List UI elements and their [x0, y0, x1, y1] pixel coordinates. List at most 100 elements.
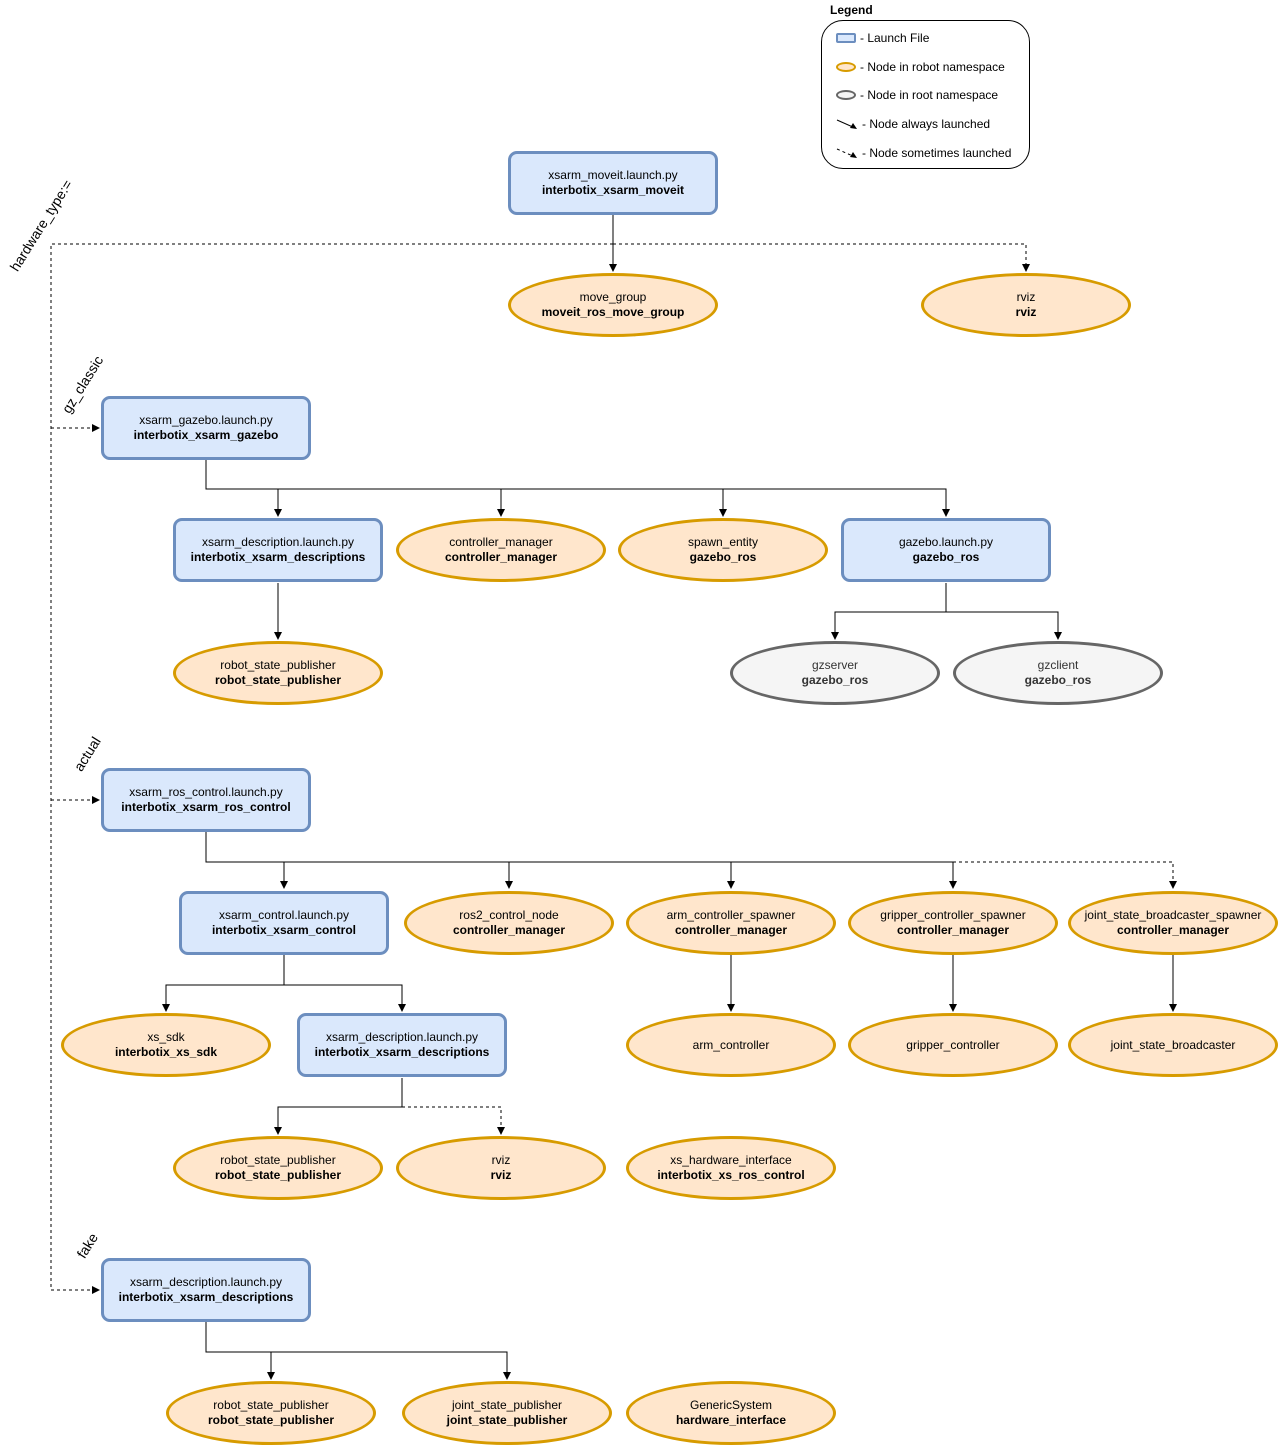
launch-file-swatch-icon	[836, 33, 856, 43]
launch-edge	[205, 460, 950, 517]
node-package: interbotix_xsarm_descriptions	[314, 1045, 490, 1059]
node-name: rviz	[491, 1153, 511, 1167]
launch-edge	[205, 1322, 275, 1380]
node-package: gazebo_ros	[689, 550, 757, 564]
legend-item-root-namespace: - Node in root namespace	[836, 88, 998, 102]
legend-item-robot-namespace: - Node in robot namespace	[836, 60, 1005, 74]
node-name: xsarm_moveit.launch.py	[548, 168, 678, 182]
node-package: controller_manager	[674, 923, 788, 937]
node-name: xsarm_description.launch.py	[129, 1275, 283, 1289]
legend: - Launch File - Node in robot namespace …	[821, 20, 1030, 169]
node-name: joint_state_broadcaster_spawner	[1084, 908, 1262, 922]
legend-item-launch-file: - Launch File	[836, 31, 929, 45]
node-name: gzclient	[1037, 658, 1079, 672]
node-package: controller_manager	[1116, 923, 1230, 937]
node-package: interbotix_xs_ros_control	[657, 1168, 805, 1182]
node-package: controller_manager	[452, 923, 566, 937]
conditional-launch-edge	[953, 861, 1177, 889]
launch-edge	[271, 1351, 511, 1380]
node-package: interbotix_xsarm_gazebo	[133, 428, 279, 442]
node-package: joint_state_publisher	[446, 1413, 568, 1427]
node-name: robot_state_publisher	[220, 1153, 336, 1167]
node-package: robot_state_publisher	[214, 1168, 342, 1182]
node-package: interbotix_xsarm_control	[211, 923, 357, 937]
launch-edge	[946, 611, 1062, 640]
conditional-launch-edge	[50, 243, 613, 1294]
node-name: xsarm_control.launch.py	[218, 908, 350, 922]
node-name: xsarm_description.launch.py	[201, 535, 355, 549]
legend-label: - Node in robot namespace	[860, 60, 1005, 74]
launch-edge	[284, 984, 406, 1012]
legend-label: - Node always launched	[862, 117, 991, 131]
node-name: gazebo.launch.py	[898, 535, 994, 549]
node-name: xs_hardware_interface	[670, 1153, 792, 1167]
legend-label: - Launch File	[860, 31, 930, 45]
jsb-node[interactable]: joint_state_broadcaster	[1068, 1013, 1278, 1077]
node-package: interbotix_xsarm_descriptions	[190, 550, 366, 564]
node-name: spawn_entity	[687, 535, 759, 549]
node-name: arm_controller	[692, 1037, 770, 1052]
node-name: controller_manager	[449, 535, 553, 549]
legend-item-sometimes: - Node sometimes launched	[836, 146, 1011, 160]
node-name: rviz	[1016, 290, 1036, 304]
node-name: ros2_control_node	[459, 908, 559, 922]
node-package: interbotix_xs_sdk	[114, 1045, 218, 1059]
root-node-swatch-icon	[836, 90, 856, 100]
node-package: controller_manager	[896, 923, 1010, 937]
node-name: xsarm_ros_control.launch.py	[129, 785, 283, 799]
node-name: xsarm_description.launch.py	[325, 1030, 479, 1044]
node-name: joint_state_publisher	[451, 1398, 563, 1412]
node-package: gazebo_ros	[801, 673, 869, 687]
launch-edge	[162, 955, 285, 1012]
node-name: joint_state_broadcaster	[1110, 1037, 1236, 1052]
legend-item-always: - Node always launched	[836, 117, 990, 131]
node-name: xsarm_gazebo.launch.py	[139, 413, 273, 427]
node-name: move_group	[579, 290, 647, 304]
node-name: arm_controller_spawner	[666, 908, 796, 922]
solid-arrow-icon	[836, 119, 857, 129]
node-name: xs_sdk	[147, 1030, 185, 1044]
node-package: moveit_ros_move_group	[541, 305, 685, 319]
arm-controller-node[interactable]: arm_controller	[626, 1013, 836, 1077]
launch-edge	[205, 832, 957, 889]
node-name: robot_state_publisher	[213, 1398, 329, 1412]
node-package: robot_state_publisher	[207, 1413, 335, 1427]
node-package: interbotix_xsarm_descriptions	[118, 1290, 294, 1304]
node-package: rviz	[1015, 305, 1037, 319]
conditional-launch-edge	[613, 243, 1030, 272]
launch-edge	[831, 583, 947, 640]
gripper-controller-node[interactable]: gripper_controller	[848, 1013, 1058, 1077]
node-package: interbotix_xsarm_moveit	[541, 183, 685, 197]
node-name: gripper_controller	[906, 1037, 1000, 1052]
launch-edge	[274, 1078, 403, 1135]
legend-label: - Node in root namespace	[860, 88, 999, 102]
node-name: gzserver	[811, 658, 858, 672]
